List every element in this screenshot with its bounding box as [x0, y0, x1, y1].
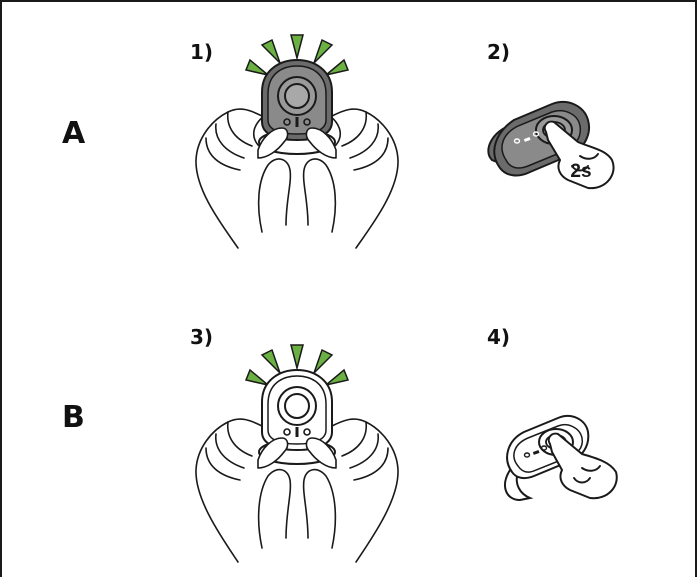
- step2-illustration: 2s: [488, 102, 613, 188]
- step3-illustration: [196, 345, 398, 562]
- step1-illustration: [196, 35, 398, 248]
- step4-illustration: [505, 416, 617, 500]
- duration-label: 2s: [570, 161, 591, 182]
